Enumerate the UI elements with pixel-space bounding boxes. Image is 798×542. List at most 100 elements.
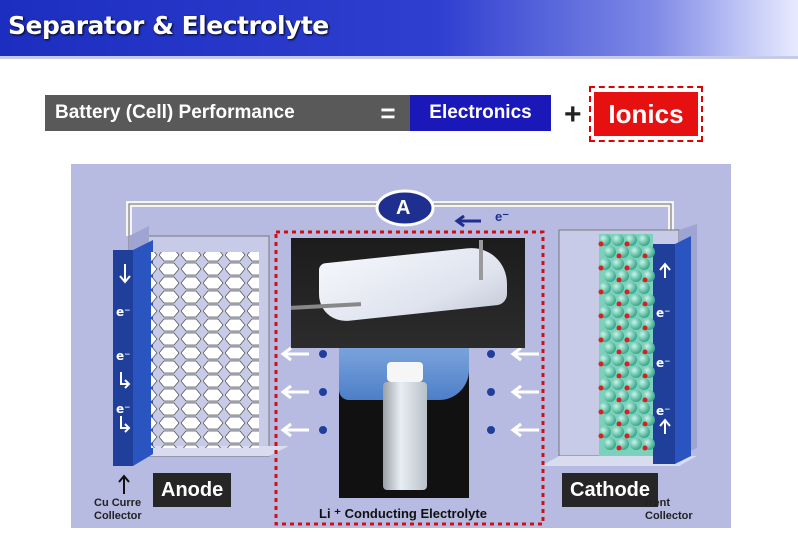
cathode-oxygen-dot [642,301,648,307]
cathode-oxygen-dot [624,409,630,415]
cathode-particle [630,414,642,426]
cathode-oxygen-dot [616,325,622,331]
cathode-oxygen-dot [642,397,648,403]
anode-graphite [151,252,259,448]
slide-title: Separator & Electrolyte [8,11,329,40]
cathode-oxygen-dot [624,433,630,439]
ionics-label: Ionics [594,92,698,136]
electrolyte-vial-photo [339,348,469,498]
cathode-oxygen-dot [642,445,648,451]
cathode-particle [630,270,642,282]
cathode-particle [630,390,642,402]
cathode-oxygen-dot [616,421,622,427]
electron-arrow [454,214,481,228]
vial-body [383,382,427,490]
cathode-oxygen-dot [624,361,630,367]
cathode-particle [638,426,650,438]
cathode-oxygen-dot [624,265,630,271]
cathode-particle [638,402,650,414]
cathode-particle [638,330,650,342]
cathode-oxygen-dot [616,349,622,355]
cathode-particle [612,378,624,390]
cathode-particle [612,402,624,414]
cathode-oxygen-dot [598,409,604,415]
electron-label-anode-1: e⁻ [116,305,131,319]
ion-arrows [280,346,539,438]
cathode-oxygen-dot [616,277,622,283]
title-bar: Separator & Electrolyte [0,0,798,56]
cathode-particle [612,330,624,342]
li-ions [319,350,495,434]
cathode-particle [612,258,624,270]
ionics-dashed-frame [589,86,703,142]
battery-diagram: A e⁻ e⁻ e⁻ e⁻ e⁻ e⁻ e⁻ [71,164,731,528]
cathode-particle [604,246,616,258]
cathode-particle [630,318,642,330]
cathode-particle [638,258,650,270]
cathode-particle [638,306,650,318]
cu-collector-label: Cu Curre Collector [94,497,142,522]
cathode-particle [604,390,616,402]
cathode-particle [630,366,642,378]
cathode-oxygen-dot [642,349,648,355]
cathode-particle [612,234,624,246]
cathode-particle [604,438,616,450]
cathode-oxygen-dot [624,385,630,391]
equals-sign: = [366,95,410,131]
cathode-oxygen-dot [624,241,630,247]
cathode-particles [598,234,655,451]
electron-label-cathode-3: e⁻ [656,404,671,418]
cathode-particle [604,318,616,330]
title-underline [0,56,798,59]
cathode-particle [638,282,650,294]
ammeter-label: A [396,197,411,219]
cu-collector [113,250,133,466]
cathode-oxygen-dot [598,313,604,319]
cathode-oxygen-dot [624,289,630,295]
bottom-arrow [118,474,130,494]
cathode-particle [604,294,616,306]
al-collector [653,244,675,464]
separator-photo [291,238,525,348]
cathode-oxygen-dot [642,325,648,331]
cathode-particle [638,234,650,246]
cathode-oxygen-dot [616,373,622,379]
separator-frame [274,230,545,526]
cathode-oxygen-dot [598,337,604,343]
cathode-particle [604,270,616,282]
cathode-oxygen-dot [642,277,648,283]
cathode-oxygen-dot [624,337,630,343]
cathode-particle [630,294,642,306]
electron-label-cathode-1: e⁻ [656,306,671,320]
cathode-particle [630,438,642,450]
cathode-particle [604,414,616,426]
electron-label-anode-2: e⁻ [116,349,131,363]
plus-sign: + [564,98,582,131]
cathode-oxygen-dot [642,373,648,379]
cathode-oxygen-dot [616,445,622,451]
cathode-particle [638,378,650,390]
cathode-oxygen-dot [598,265,604,271]
cathode-oxygen-dot [616,253,622,259]
cathode-particle [612,426,624,438]
cathode-particle [604,342,616,354]
electrolyte-label: Li ⁺ Conducting Electrolyte [319,506,487,521]
cathode-oxygen-dot [598,433,604,439]
cathode-oxygen-dot [624,313,630,319]
cathode-particle [630,246,642,258]
electron-label-anode-3: e⁻ [116,402,131,416]
anode-label: Anode [153,473,232,507]
anode-floor [129,446,289,456]
cathode-oxygen-dot [616,397,622,403]
tweezers-icon-2 [479,240,483,280]
cathode-particle [638,354,650,366]
cathode-oxygen-dot [598,361,604,367]
battery-diagram-svg [113,189,697,526]
electron-flow-label: e⁻ [495,209,510,224]
cathode-particle [612,282,624,294]
cathode-particle [604,366,616,378]
cathode-oxygen-dot [598,385,604,391]
cathode-oxygen-dot [598,289,604,295]
al-collector-label: rrent Collector [645,497,693,522]
electronics-label: Electronics [410,95,551,131]
